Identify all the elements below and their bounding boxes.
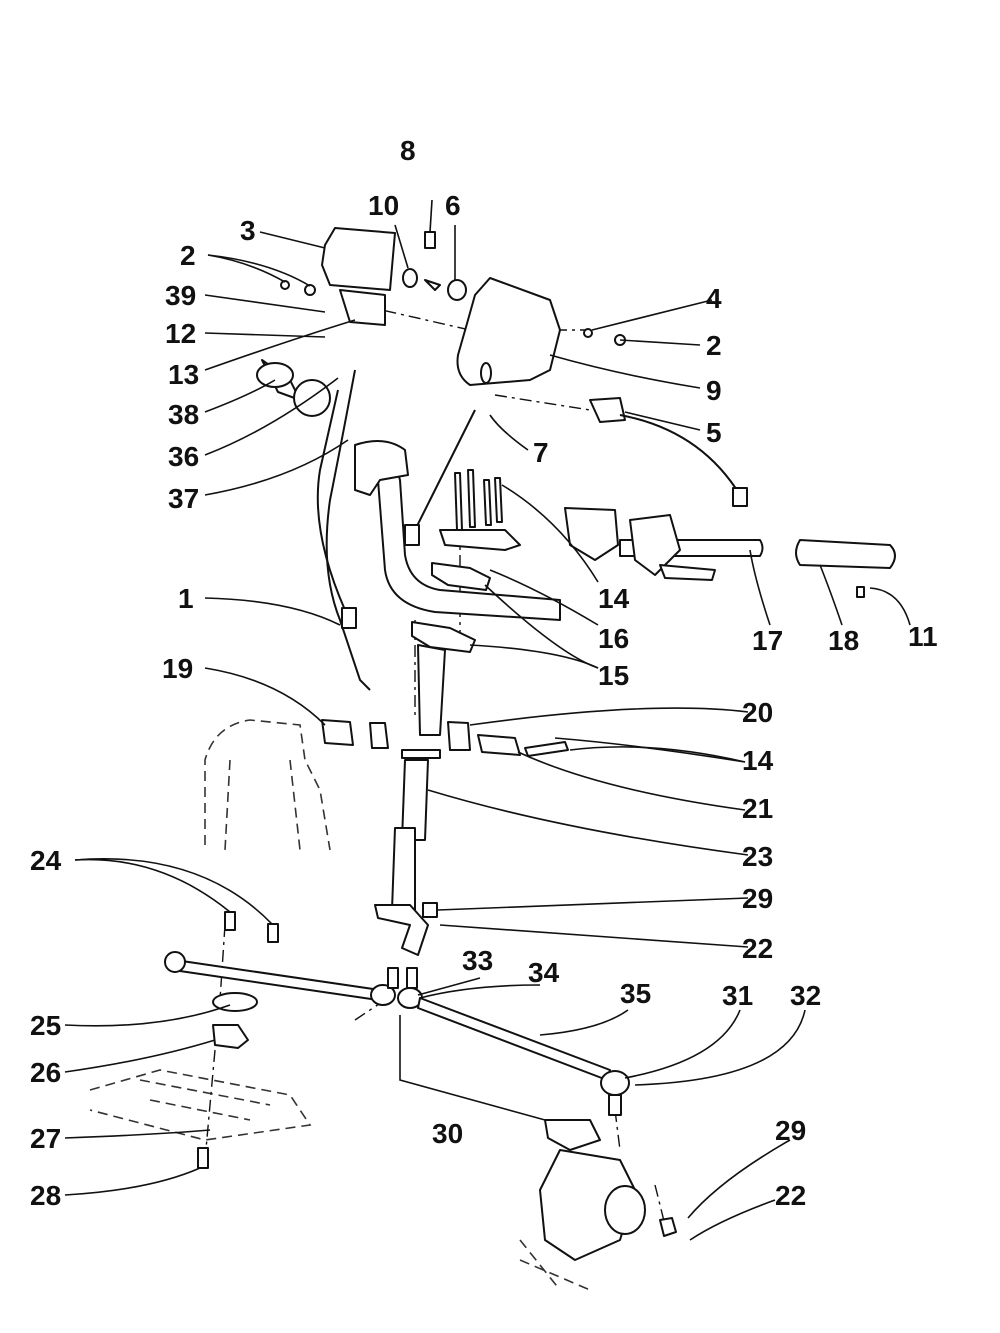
label-14b: 14 (742, 745, 774, 776)
label-14a: 14 (598, 583, 630, 614)
label-32: 32 (790, 980, 821, 1011)
label-29a: 29 (742, 883, 773, 914)
label-11: 11 (908, 621, 938, 652)
label-16: 16 (598, 623, 629, 654)
throttle-housing (354, 440, 409, 496)
label-2: 2 (180, 240, 196, 271)
label-26: 26 (30, 1057, 61, 1088)
label-35: 35 (620, 978, 651, 1009)
label-5: 5 (706, 417, 722, 448)
label-33: 33 (462, 945, 493, 976)
label-12: 12 (165, 318, 196, 349)
cables (316, 369, 476, 691)
label-10: 10 (368, 190, 399, 221)
callout-labels: 8 10 6 3 2 39 12 13 38 36 37 4 2 9 5 7 1… (30, 135, 938, 1211)
speedometer-3 (321, 227, 396, 326)
assembly-lines (204, 304, 666, 1226)
knuckle (539, 1119, 646, 1261)
label-29b: 29 (775, 1115, 806, 1146)
label-3: 3 (240, 215, 256, 246)
steering-column-23 (374, 644, 446, 956)
label-27: 27 (30, 1123, 61, 1154)
label-24: 24 (30, 845, 62, 876)
label-21: 21 (742, 793, 773, 824)
label-30: 30 (432, 1118, 463, 1149)
label-9: 9 (706, 375, 722, 406)
label-13: 13 (168, 359, 199, 390)
leader-lines (64, 199, 911, 1241)
label-1: 1 (178, 583, 194, 614)
label-28: 28 (30, 1180, 61, 1211)
brackets-and-clamps (321, 529, 521, 756)
label-22a: 22 (742, 933, 773, 964)
label-39: 39 (165, 280, 196, 311)
label-6: 6 (445, 190, 461, 221)
label-20: 20 (742, 697, 773, 728)
bolts-14 (454, 469, 569, 757)
label-19: 19 (162, 653, 193, 684)
label-23: 23 (742, 841, 773, 872)
grip-18 (795, 539, 896, 569)
frame-outline (89, 719, 591, 1291)
grip-38 (256, 359, 331, 417)
headlight-pod-9 (456, 277, 561, 386)
switch-5 (589, 397, 748, 507)
label-31: 31 (722, 980, 753, 1011)
label-17: 17 (752, 625, 783, 656)
small-hardware (280, 231, 865, 598)
label-22b: 22 (775, 1180, 806, 1211)
label-37: 37 (168, 483, 199, 514)
label-25: 25 (30, 1010, 61, 1041)
master-cylinder-17 (564, 507, 716, 581)
label-36: 36 (168, 441, 199, 472)
label-4: 4 (706, 283, 722, 314)
label-8: 8 (400, 135, 416, 166)
label-18: 18 (828, 625, 859, 656)
label-7: 7 (533, 437, 549, 468)
label-2b: 2 (706, 330, 722, 361)
label-15: 15 (598, 660, 629, 691)
label-38: 38 (168, 399, 199, 430)
label-34: 34 (528, 957, 560, 988)
tie-rods (164, 951, 630, 1116)
